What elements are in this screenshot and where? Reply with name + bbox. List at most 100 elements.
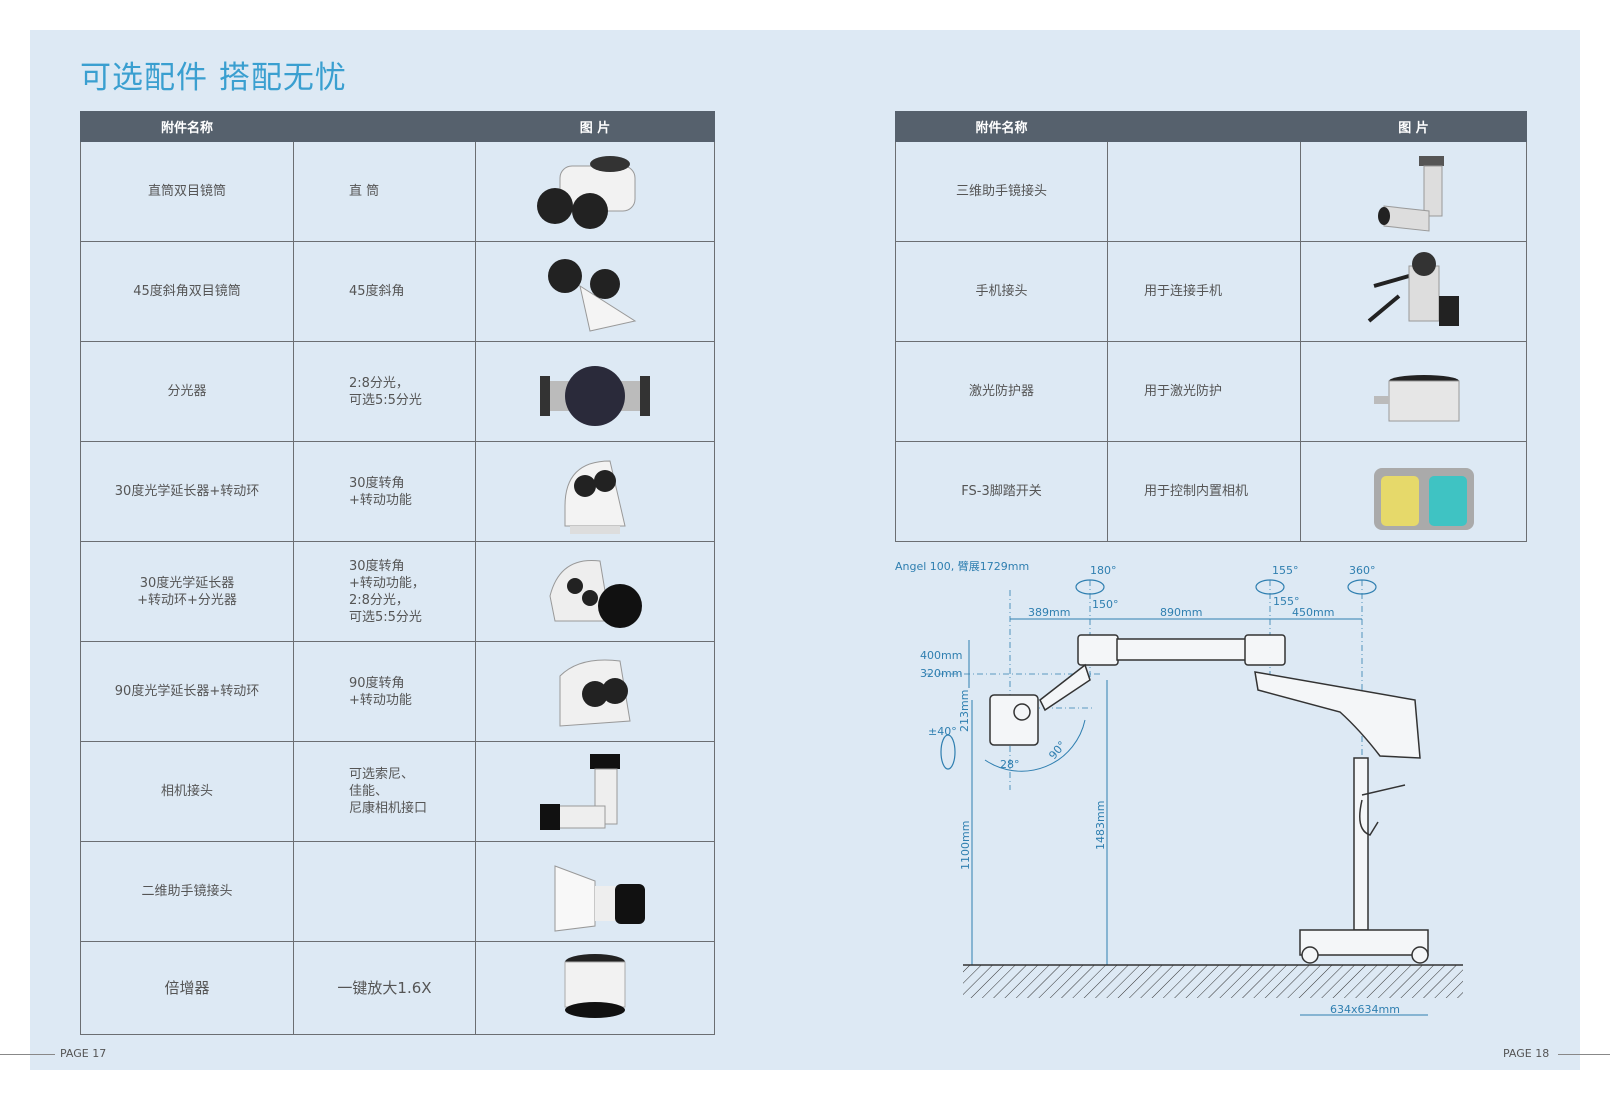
footer-rule-right [1558,1054,1610,1055]
accessory-spec: 30度转角 +转动功能， 2:8分光， 可选5:5分光 [293,541,476,642]
header-image: 图 片 [475,111,715,142]
product-photo [548,258,637,332]
accessory-image [1300,141,1527,242]
dim-320: 320mm [920,667,962,680]
accessory-image [475,441,715,542]
accessory-name: 30度光学延长器+转动环 [80,441,294,542]
tilt-icon [940,734,956,770]
accessory-spec: 30度转角 +转动功能 [293,441,476,542]
header-name: 附件名称 [895,111,1108,142]
accessory-name: 90度光学延长器+转动环 [80,641,294,742]
dim-1483: 1483mm [1094,801,1107,850]
accessory-name: FS-3脚踏开关 [895,441,1108,542]
page-title: 可选配件 搭配无忧 [80,60,347,96]
accessory-image [475,941,715,1035]
angle-155: 155° [1273,595,1300,608]
product-photo [554,864,645,932]
microscope-dimension-diagram: Angel 100, 臂展1729mm 180° 150° 155° 155° … [895,560,1463,1016]
table-row: 倍增器一键放大1.6X [80,941,715,1035]
header-spec [293,111,476,142]
product-photo [1367,251,1459,326]
page-number-left: PAGE 17 [60,1047,107,1060]
table-row: 三维助手镜接头 [895,141,1527,242]
table-row: 手机接头用于连接手机 [895,241,1527,342]
table-row: 相机接头可选索尼、 佳能、 尼康相机接口 [80,741,715,842]
accessory-image [475,841,715,942]
accessory-name: 倍增器 [80,941,294,1035]
dim-base: 634x634mm [1330,1003,1400,1016]
accessory-spec: 90度转角 +转动功能 [293,641,476,742]
accessory-spec [293,841,476,942]
table-row: 直筒双目镜筒直 筒 [80,141,715,242]
accessory-image [475,241,715,342]
table-row: FS-3脚踏开关用于控制内置相机 [895,441,1527,542]
product-photo [537,155,636,229]
product-photo [540,753,620,830]
angle-tilt: ±40° [928,725,957,738]
angle-155-top: 155° [1272,564,1299,577]
ground-hatch [963,965,1463,998]
accessory-image [475,541,715,642]
accessory-image [475,141,715,242]
diagram-caption: Angel 100, 臂展1729mm [895,560,1029,573]
header-name: 附件名称 [80,111,294,142]
angle-150: 150° [1092,598,1119,611]
accessory-name: 激光防护器 [895,341,1108,442]
dim-450: 450mm [1292,606,1334,619]
product-photo [1373,467,1474,530]
page-number-right: PAGE 18 [1503,1047,1550,1060]
dim-389: 389mm [1028,606,1070,619]
accessory-spec: 用于连接手机 [1107,241,1301,342]
footer-rule-left [0,1054,55,1055]
accessory-name: 手机接头 [895,241,1108,342]
header-image: 图 片 [1300,111,1527,142]
accessory-spec: 一键放大1.6X [293,941,476,1035]
accessory-spec [1107,141,1301,242]
accessory-name: 相机接头 [80,741,294,842]
accessory-spec: 45度斜角 [293,241,476,342]
dim-1100: 1100mm [959,821,972,870]
accessory-spec: 2:8分光， 可选5:5分光 [293,341,476,442]
angle-90: 90° [1046,739,1068,762]
product-photo [559,659,631,727]
dim-890: 890mm [1160,606,1202,619]
product-photo [1377,155,1444,232]
product-photo [564,954,626,1018]
accessory-image [475,741,715,842]
accessory-image [475,641,715,742]
angle-360: 360° [1349,564,1376,577]
accessory-image [1300,441,1527,542]
table-row: 激光防护器用于激光防护 [895,341,1527,442]
product-photo [1373,374,1459,421]
product-photo [564,459,626,534]
accessory-spec: 用于控制内置相机 [1107,441,1301,542]
accessory-name: 三维助手镜接头 [895,141,1108,242]
accessory-name: 30度光学延长器 +转动环+分光器 [80,541,294,642]
accessory-name: 二维助手镜接头 [80,841,294,942]
accessory-image [1300,241,1527,342]
microscope-stand-drawing [989,634,1429,964]
accessory-image [1300,341,1527,442]
angle-180: 180° [1090,564,1117,577]
accessory-image [475,341,715,442]
accessory-name: 直筒双目镜筒 [80,141,294,242]
dim-213: 213mm [958,690,971,732]
angle-28: 28° [1000,758,1020,771]
dim-400: 400mm [920,649,962,662]
accessory-spec: 用于激光防护 [1107,341,1301,442]
accessory-name: 分光器 [80,341,294,442]
header-spec [1107,111,1301,142]
product-photo [549,559,642,628]
product-photo [540,365,650,426]
table-row: 二维助手镜接头 [80,841,715,942]
accessory-spec: 可选索尼、 佳能、 尼康相机接口 [293,741,476,842]
accessory-spec: 直 筒 [293,141,476,242]
accessory-name: 45度斜角双目镜筒 [80,241,294,342]
